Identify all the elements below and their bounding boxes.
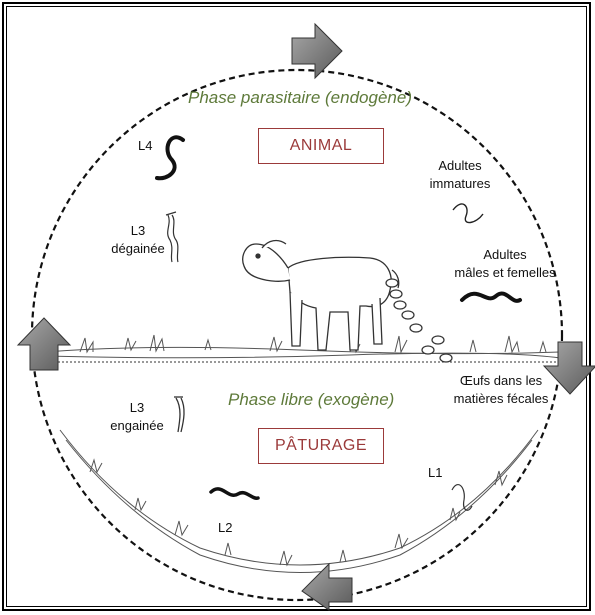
pasture-box: PÂTURAGE [258,428,384,464]
l3-unsheathed-label-line2: dégainée [108,241,168,257]
l4-label: L4 [138,138,152,154]
l3-sheathed-label-line1: L3 [106,400,168,416]
adults-label-line1: Adultes [440,247,570,263]
l3-sheathed-larva-icon [174,397,184,432]
l1-label: L1 [428,465,442,481]
eggs-label-line2: matières fécales [436,391,566,407]
immature-adults-label-line2: immatures [420,176,500,192]
phase-parasitic-label: Phase parasitaire (endogène) [188,88,412,108]
l3-sheathed-label-line2: engainée [106,418,168,434]
l2-larva-icon [211,489,258,498]
l4-larva-icon [157,137,183,178]
adult-worm-icon [462,293,520,300]
l3-unsheathed-label-line1: L3 [108,223,168,239]
upper-grass [45,335,560,358]
immature-adult-icon [453,204,483,223]
lamb-illustration [243,241,399,350]
eggs-label-line1: Œufs dans les [436,373,566,389]
phase-free-label: Phase libre (exogène) [228,390,394,410]
l2-label: L2 [218,520,232,536]
animal-box: ANIMAL [258,128,384,164]
l1-larva-icon [452,485,472,511]
arrow-bottom-left-icon [302,564,352,610]
adults-label-line2: mâles et femelles [440,265,570,281]
immature-adults-label-line1: Adultes [420,158,500,174]
